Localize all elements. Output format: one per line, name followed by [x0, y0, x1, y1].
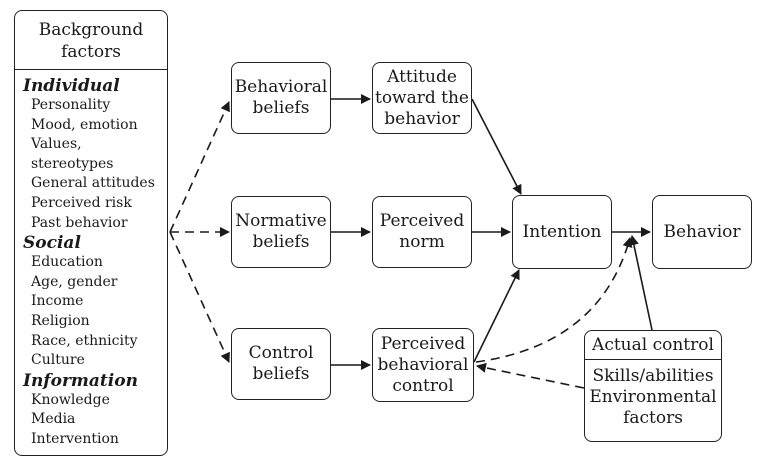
- factor-item: Age, gender: [31, 273, 118, 290]
- intention-box: Intention: [512, 195, 612, 269]
- node-line: Intention: [522, 221, 602, 242]
- category-social: Social: [23, 233, 81, 254]
- node-line: Attitude: [387, 66, 457, 87]
- factor-item: Education: [31, 254, 103, 271]
- node-line: Behavior: [663, 221, 741, 242]
- control-beliefs-box: Control beliefs: [231, 328, 331, 400]
- behavioral-beliefs-box: Behavioral beliefs: [231, 62, 331, 134]
- factor-item: Race, ethnicity: [31, 332, 138, 349]
- actual-control-title: Actual control: [585, 331, 721, 360]
- background-factors-title: Background factors: [15, 11, 167, 70]
- factor-item: General attitudes: [31, 175, 155, 192]
- factor-item: Values, stereotypes: [31, 136, 114, 172]
- arrow-perceived-to-link: [475, 237, 633, 363]
- node-line: Control: [248, 343, 314, 363]
- factor-item: Perceived risk: [31, 194, 132, 211]
- factor-item: Personality: [31, 97, 111, 113]
- category-information: Information: [23, 370, 138, 391]
- factor-item: Culture: [31, 352, 85, 369]
- background-factors-box: Background factors Individual Personalit…: [14, 10, 168, 456]
- node-line: control: [392, 375, 454, 396]
- node-line: beliefs: [252, 232, 310, 252]
- arrow-actual-control-to-link: [628, 235, 653, 331]
- actual-control-box: Actual control Skills/abilities Environm…: [584, 330, 722, 442]
- perceived-behavioral-control-box: Perceived behavioral control: [372, 328, 474, 402]
- background-title-line-2: factors: [61, 42, 121, 62]
- factor-item: Income: [31, 293, 84, 310]
- node-line: beliefs: [252, 364, 310, 384]
- factor-item: Religion: [31, 312, 90, 329]
- arrow-perceived-to-intention: [473, 269, 520, 363]
- node-line: behavior: [384, 108, 460, 129]
- node-line: Skills/abilities: [592, 366, 714, 386]
- arrow-background-to-control: [169, 231, 230, 363]
- factor-item: Mood, emotion: [31, 116, 138, 133]
- node-line: beliefs: [252, 98, 310, 118]
- node-line: toward the: [374, 87, 469, 108]
- node-line: Normative: [235, 211, 327, 231]
- node-line: norm: [399, 232, 445, 252]
- category-individual: Individual: [23, 76, 120, 96]
- attitude-box: Attitude toward the behavior: [372, 62, 472, 134]
- background-factors-list: Individual Personality Mood, emotion Val…: [15, 70, 167, 450]
- arrow-actual-to-perceived: [476, 362, 585, 389]
- normative-beliefs-box: Normative beliefs: [231, 196, 331, 268]
- node-line: factors: [623, 408, 683, 428]
- node-line: Behavioral: [234, 77, 328, 97]
- behavior-box: Behavior: [652, 195, 752, 269]
- perceived-norm-box: Perceived norm: [372, 196, 472, 268]
- factor-item: Past behavior: [31, 214, 128, 231]
- factor-item: Media: [31, 411, 76, 428]
- node-line: Environmental: [589, 387, 717, 407]
- arrow-attitude-to-intention: [471, 98, 522, 195]
- arrow-background-to-behavioral: [169, 101, 230, 233]
- node-line: Perceived: [379, 211, 465, 231]
- actual-control-body: Skills/abilities Environmental factors: [589, 360, 716, 429]
- background-title-line-1: Background: [38, 20, 144, 40]
- node-line: behavioral: [377, 354, 469, 375]
- factor-item: Knowledge: [31, 391, 110, 408]
- node-line: Perceived: [380, 333, 466, 354]
- factor-item: Intervention: [31, 430, 119, 447]
